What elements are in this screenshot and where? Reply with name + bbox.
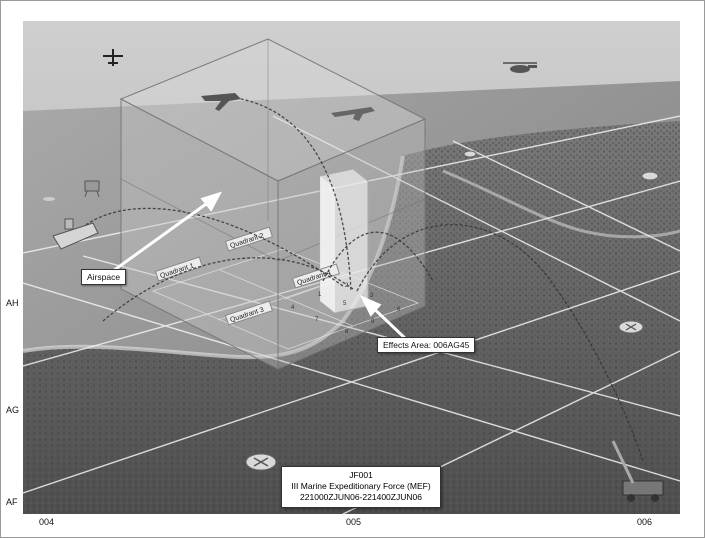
force-info-box: JF001 III Marine Expeditionary Force (ME… <box>281 466 441 508</box>
grid-col-label-006: 006 <box>637 517 653 527</box>
keypad-number: 8 <box>345 329 349 335</box>
grid-col-label-004: 004 <box>39 517 55 527</box>
target-marker-icon-2 <box>618 320 644 334</box>
keypad-number: 5 <box>343 301 347 307</box>
target-marker-icon-3 <box>641 171 659 181</box>
oil-rig-icon <box>84 180 100 198</box>
fighter-jet-icon <box>201 93 241 111</box>
grid-row-label-af: AF <box>6 497 18 507</box>
aircraft-icon-2 <box>331 107 375 121</box>
keypad-number: 4 <box>291 305 295 311</box>
target-marker-icon-4 <box>463 150 477 158</box>
target-marker-icon <box>245 453 277 471</box>
airspace-callout: Airspace <box>81 269 127 285</box>
keypad-number: 9 <box>371 319 375 325</box>
ship-icon <box>52 218 99 250</box>
small-boat-icon <box>43 197 55 201</box>
aircraft-icon <box>103 49 123 66</box>
grid-row-label-ah: AH <box>6 298 19 308</box>
force-time: 221000ZJUN06-221400ZJUN06 <box>300 492 422 502</box>
force-id: JF001 <box>349 470 373 480</box>
scene-graphics: 1 2 3 4 5 6 7 8 9 Quadrant 1 Quadrant 2 <box>23 21 680 514</box>
grid-col-label-005: 005 <box>346 517 362 527</box>
keypad-number: 1 <box>318 292 322 298</box>
grid-row-label-ag: AG <box>6 405 20 415</box>
artillery-icon <box>611 440 664 502</box>
keypad-number: 2 <box>345 283 349 289</box>
keypad-number: 7 <box>315 317 319 323</box>
keypad-number: 6 <box>397 307 401 313</box>
terrain-scene: 1 2 3 4 5 6 7 8 9 Quadrant 1 Quadrant 2 <box>23 21 680 514</box>
keypad-number: 3 <box>370 293 374 299</box>
effects-area-callout: Effects Area: 006AG45 <box>377 337 476 353</box>
helicopter-icon <box>503 62 537 73</box>
force-unit: III Marine Expeditionary Force (MEF) <box>291 481 431 491</box>
